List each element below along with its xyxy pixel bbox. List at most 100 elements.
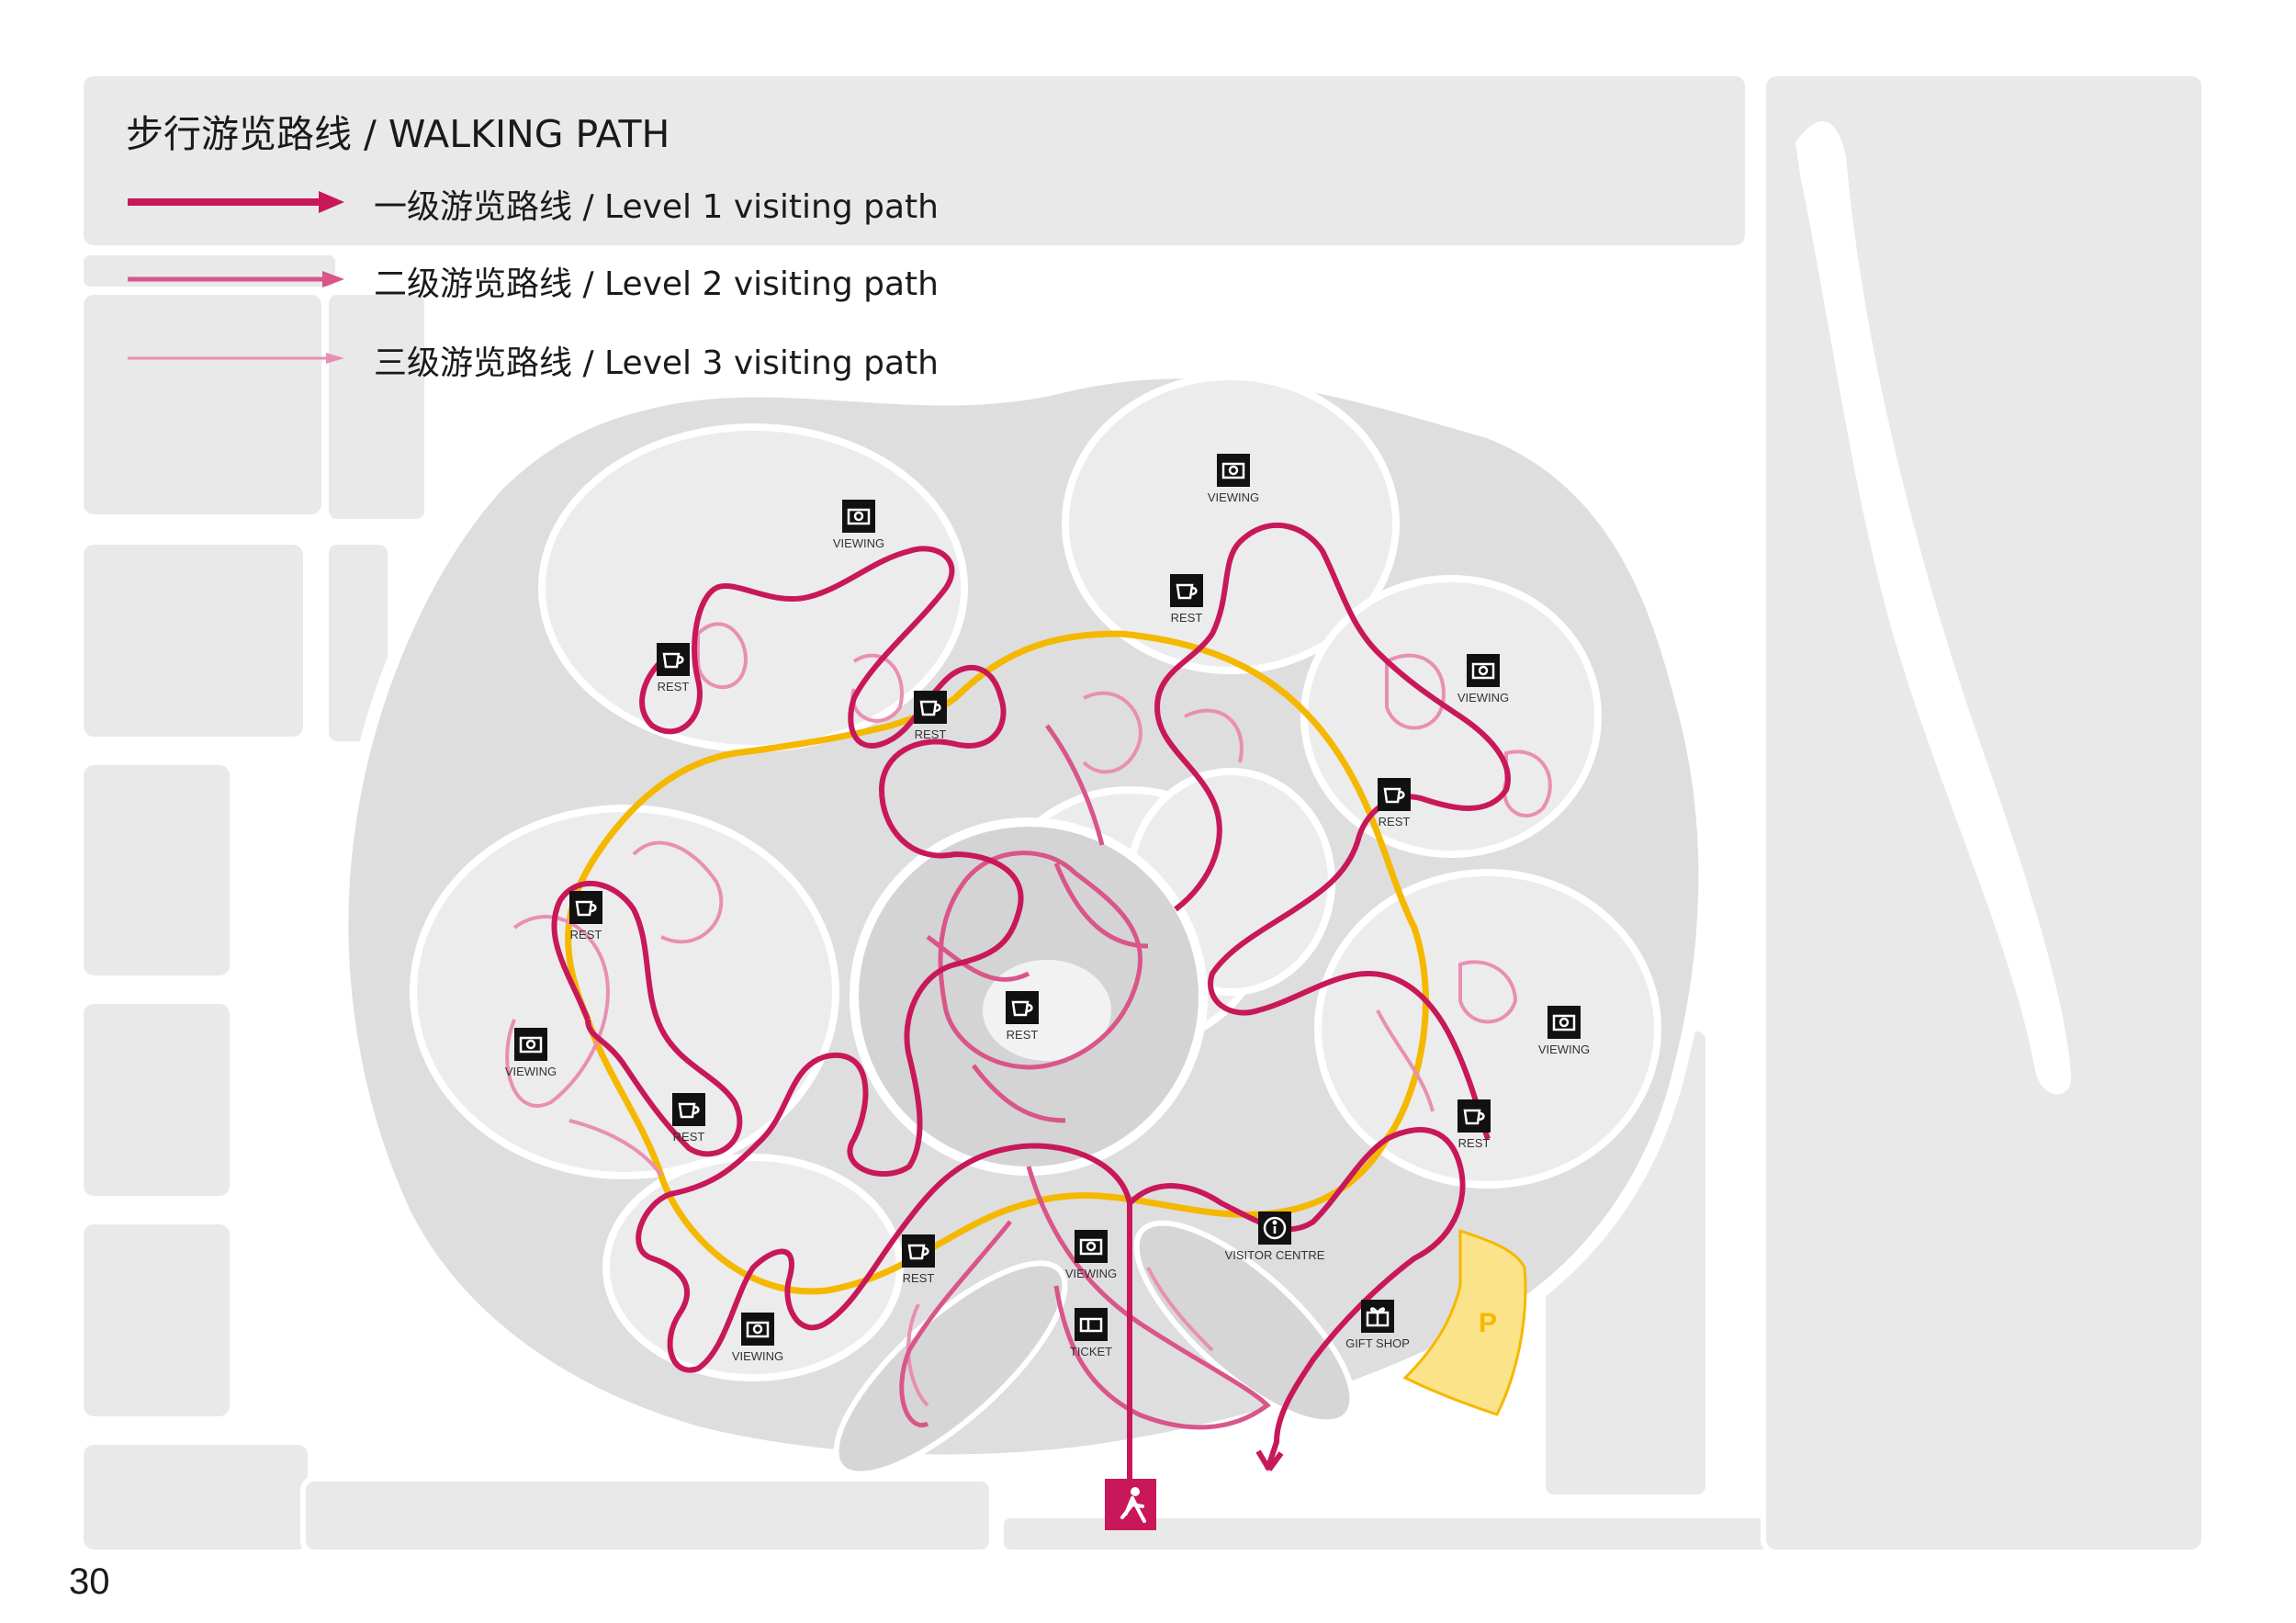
camera-icon [514, 1028, 547, 1061]
camera-icon-glyph [847, 508, 871, 525]
pavilion-west [833, 1260, 1068, 1477]
plaza-pond [983, 960, 1111, 1061]
poi-viewing: VIEWING [1208, 454, 1259, 504]
cup-icon [1378, 778, 1411, 811]
camera-icon-glyph [519, 1036, 543, 1054]
level-1-path-north [1154, 523, 1511, 1140]
camera-icon [741, 1313, 774, 1346]
cup-icon [1170, 574, 1203, 607]
poi-label: VISITOR CENTRE [1225, 1248, 1325, 1262]
camera-icon [1467, 654, 1500, 687]
poi-rest: REST [1378, 778, 1411, 828]
cup-icon-glyph [1463, 1109, 1485, 1125]
poi-viewing: VIEWING [833, 500, 884, 550]
poi-label: VIEWING [732, 1349, 783, 1363]
legend-level-2-label: 二级游览路线 / Level 2 visiting path [374, 265, 939, 303]
entrance-marker [1105, 1479, 1156, 1530]
cup-icon-glyph [662, 652, 684, 669]
page-number: 30 [69, 1561, 110, 1602]
poi-label: VIEWING [1538, 1043, 1590, 1056]
poi-rest: REST [914, 691, 947, 741]
cup-icon-glyph [919, 700, 941, 716]
poi-label: TICKET [1070, 1345, 1112, 1358]
poi-label: REST [1007, 1028, 1039, 1042]
poi-label: REST [1458, 1136, 1491, 1150]
cup-icon [1006, 991, 1039, 1024]
poi-rest: REST [1006, 991, 1039, 1042]
legend-level-3-label: 三级游览路线 / Level 3 visiting path [374, 344, 939, 382]
poi-info: VISITOR CENTRE [1225, 1212, 1325, 1262]
poi-label: REST [915, 727, 947, 741]
poi-viewing: VIEWING [1065, 1230, 1117, 1280]
parking-label: P [1479, 1308, 1497, 1338]
cup-icon-glyph [575, 900, 597, 917]
level-2-paths [899, 724, 1271, 1430]
level-3-paths [505, 622, 1552, 1407]
poi-label: REST [1171, 611, 1203, 625]
cup-icon-glyph [1011, 1000, 1033, 1017]
level-1-arrow-icon [128, 191, 344, 213]
ticket-icon [1075, 1308, 1108, 1341]
cup-icon [657, 643, 690, 676]
poi-rest: REST [672, 1093, 705, 1144]
cup-icon [1458, 1099, 1491, 1133]
camera-icon [1217, 454, 1250, 487]
cup-icon-glyph [1383, 787, 1405, 804]
poi-viewing: VIEWING [1458, 654, 1509, 704]
legend-level-1-label: 一级游览路线 / Level 1 visiting path [374, 188, 939, 226]
level-1-path [636, 546, 1132, 1488]
level-1-path-west [551, 881, 743, 1157]
cup-icon-glyph [678, 1102, 700, 1119]
poi-viewing: VIEWING [505, 1028, 557, 1078]
legend-title: 步行游览路线 / WALKING PATH [126, 112, 670, 156]
level-2-arrow-icon [128, 271, 344, 287]
cup-icon [672, 1093, 705, 1126]
legend-level-3: 三级游览路线 / Level 3 visiting path [126, 340, 952, 382]
poi-label: REST [673, 1130, 705, 1144]
poi-label: VIEWING [833, 536, 884, 550]
river [1795, 121, 2072, 1095]
ring-path [565, 630, 1429, 1295]
poi-label: REST [570, 928, 602, 941]
poi-layer: VIEWING VIEWING VIEWING VIEWING VIEWING VIEWI… [505, 454, 1590, 1363]
poi-label: REST [1379, 815, 1411, 828]
camera-icon [1075, 1230, 1108, 1263]
camera-icon [842, 500, 875, 533]
level-1-path-east [1127, 1127, 1466, 1471]
poi-rest: REST [1458, 1099, 1491, 1150]
camera-icon-glyph [1221, 462, 1245, 479]
legend-level-2: 二级游览路线 / Level 2 visiting path [126, 261, 952, 303]
cup-icon-glyph [1176, 583, 1198, 600]
poi-rest: REST [1170, 574, 1203, 625]
level-3-arrow-icon [128, 353, 344, 364]
cup-icon [914, 691, 947, 724]
cup-icon [569, 891, 602, 924]
poi-label: VIEWING [1065, 1267, 1117, 1280]
poi-label: VIEWING [1458, 691, 1509, 704]
poi-label: REST [658, 680, 690, 693]
poi-viewing: VIEWING [732, 1313, 783, 1363]
camera-icon-glyph [1471, 662, 1495, 680]
pavilion-east [1133, 1220, 1356, 1426]
cup-icon [902, 1234, 935, 1268]
camera-icon [1548, 1006, 1581, 1039]
cup-icon-glyph [907, 1244, 929, 1260]
info-icon-glyph [1263, 1216, 1287, 1240]
poi-label: VIEWING [505, 1065, 557, 1078]
parking-area [1402, 1228, 1527, 1416]
ticket-icon-glyph [1079, 1317, 1103, 1333]
poi-rest: REST [902, 1234, 935, 1285]
poi-label: VIEWING [1208, 490, 1259, 504]
poi-rest: REST [569, 891, 602, 941]
poi-ticket: TICKET [1070, 1308, 1112, 1358]
gift-icon-glyph [1366, 1307, 1390, 1327]
camera-icon-glyph [1079, 1238, 1103, 1256]
poi-label: REST [903, 1271, 935, 1285]
camera-icon-glyph [1552, 1014, 1576, 1031]
poi-label: GIFT SHOP [1345, 1336, 1410, 1350]
poi-rest: REST [657, 643, 690, 693]
poi-viewing: VIEWING [1538, 1006, 1590, 1056]
camera-icon-glyph [746, 1321, 770, 1338]
poi-gift: GIFT SHOP [1345, 1300, 1410, 1350]
